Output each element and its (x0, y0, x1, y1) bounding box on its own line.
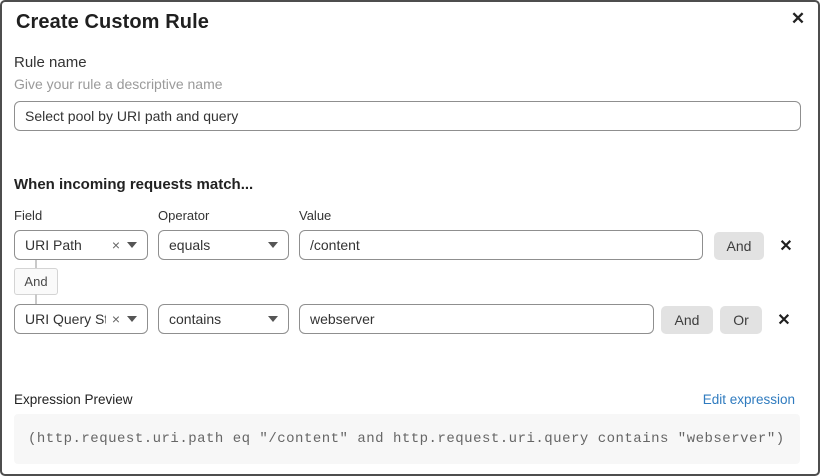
field-select-row2[interactable]: URI Query St... × (14, 304, 148, 334)
column-label-field: Field (14, 208, 43, 223)
operator-select-row1-value: equals (169, 237, 211, 253)
chevron-down-icon (127, 242, 137, 248)
field-select-row1-value: URI Path (25, 237, 82, 253)
chevron-down-icon (127, 316, 137, 322)
close-icon[interactable]: ✕ (785, 6, 811, 32)
connector-and-chip: And (14, 268, 58, 295)
operator-select-row2-value: contains (169, 311, 222, 327)
column-label-operator: Operator (158, 208, 210, 223)
and-button-row2[interactable]: And (661, 306, 713, 334)
operator-select-row2[interactable]: contains (158, 304, 289, 334)
clear-selection-icon[interactable]: × (111, 237, 120, 253)
expression-preview-box: (http.request.uri.path eq "/content" and… (14, 414, 800, 464)
value-input-row1[interactable] (299, 230, 703, 260)
rule-name-input[interactable] (14, 101, 801, 131)
rule-name-label: Rule name (14, 54, 87, 71)
connector-line-bottom (35, 294, 37, 304)
remove-row1-icon[interactable]: ✕ (775, 235, 797, 257)
dialog-title: Create Custom Rule (16, 11, 209, 33)
chevron-down-icon (268, 242, 278, 248)
operator-select-row1[interactable]: equals (158, 230, 289, 260)
remove-row2-icon[interactable]: ✕ (773, 309, 795, 331)
column-label-value: Value (299, 208, 332, 223)
edit-expression-link[interactable]: Edit expression (702, 392, 795, 407)
rule-name-hint: Give your rule a descriptive name (14, 76, 223, 92)
expression-preview-label: Expression Preview (14, 392, 133, 407)
chevron-down-icon (268, 316, 278, 322)
match-heading: When incoming requests match... (14, 176, 254, 193)
field-select-row1[interactable]: URI Path × (14, 230, 148, 260)
connector-line-top (35, 260, 37, 269)
expression-code: (http.request.uri.path eq "/content" and… (28, 431, 785, 447)
field-select-row2-value: URI Query St... (25, 311, 106, 327)
and-button-row1[interactable]: And (714, 232, 764, 260)
or-button-row2[interactable]: Or (720, 306, 762, 334)
clear-selection-icon[interactable]: × (111, 311, 120, 327)
value-input-row2[interactable] (299, 304, 654, 334)
